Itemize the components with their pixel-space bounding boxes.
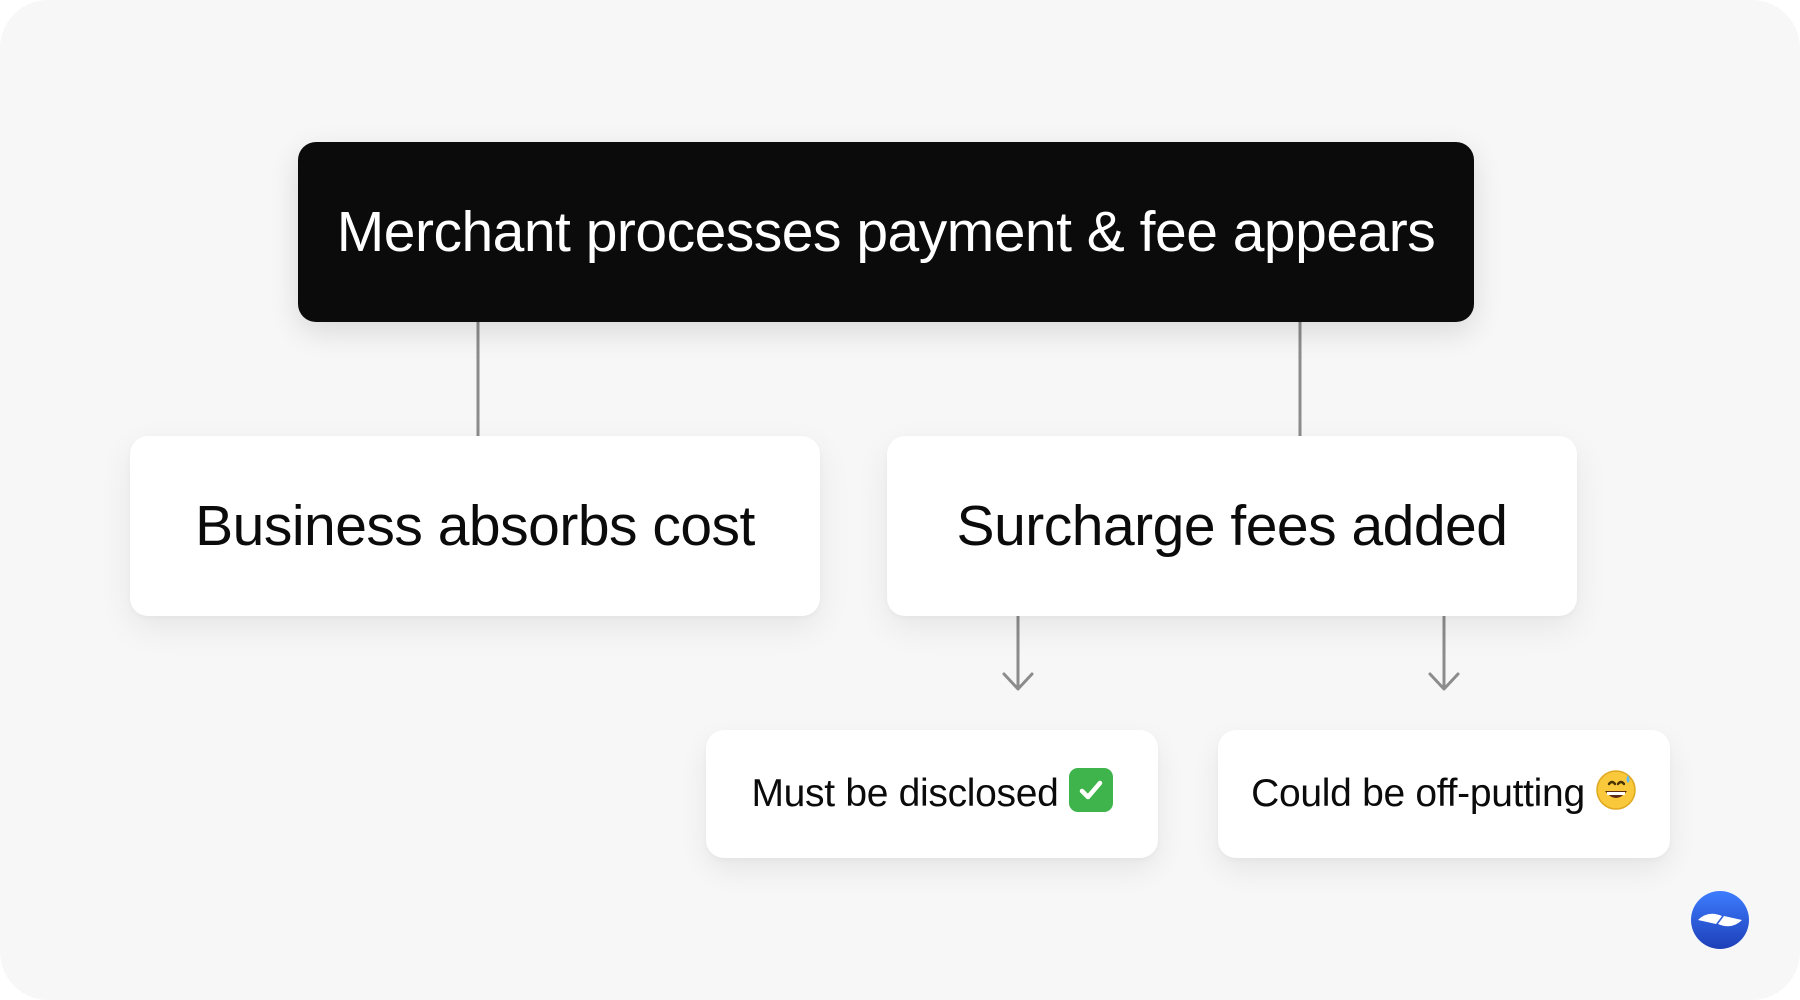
- check-mark-button-icon: [1068, 768, 1113, 812]
- outcome-node-label: Must be disclosed: [751, 772, 1059, 815]
- branch-node-label: Surcharge fees added: [956, 494, 1508, 558]
- branch-node-absorbs-cost: Business absorbs cost: [130, 436, 820, 616]
- branch-node-label: Business absorbs cost: [195, 494, 755, 558]
- brand-logo-icon: [1690, 890, 1750, 950]
- outcome-node-could-be-off-putting: Could be off-putting: [1218, 730, 1670, 858]
- branch-node-surcharge-fees: Surcharge fees added: [887, 436, 1577, 616]
- outcome-node-label: Could be off-putting: [1251, 772, 1585, 815]
- root-node: Merchant processes payment & fee appears: [298, 142, 1474, 322]
- arrow-down-icon: [1002, 616, 1034, 691]
- grinning-face-with-sweat-icon: [1595, 769, 1637, 811]
- root-node-label: Merchant processes payment & fee appears: [336, 200, 1436, 264]
- arrow-down-icon: [1428, 616, 1460, 691]
- outcome-node-must-be-disclosed: Must be disclosed: [706, 730, 1158, 858]
